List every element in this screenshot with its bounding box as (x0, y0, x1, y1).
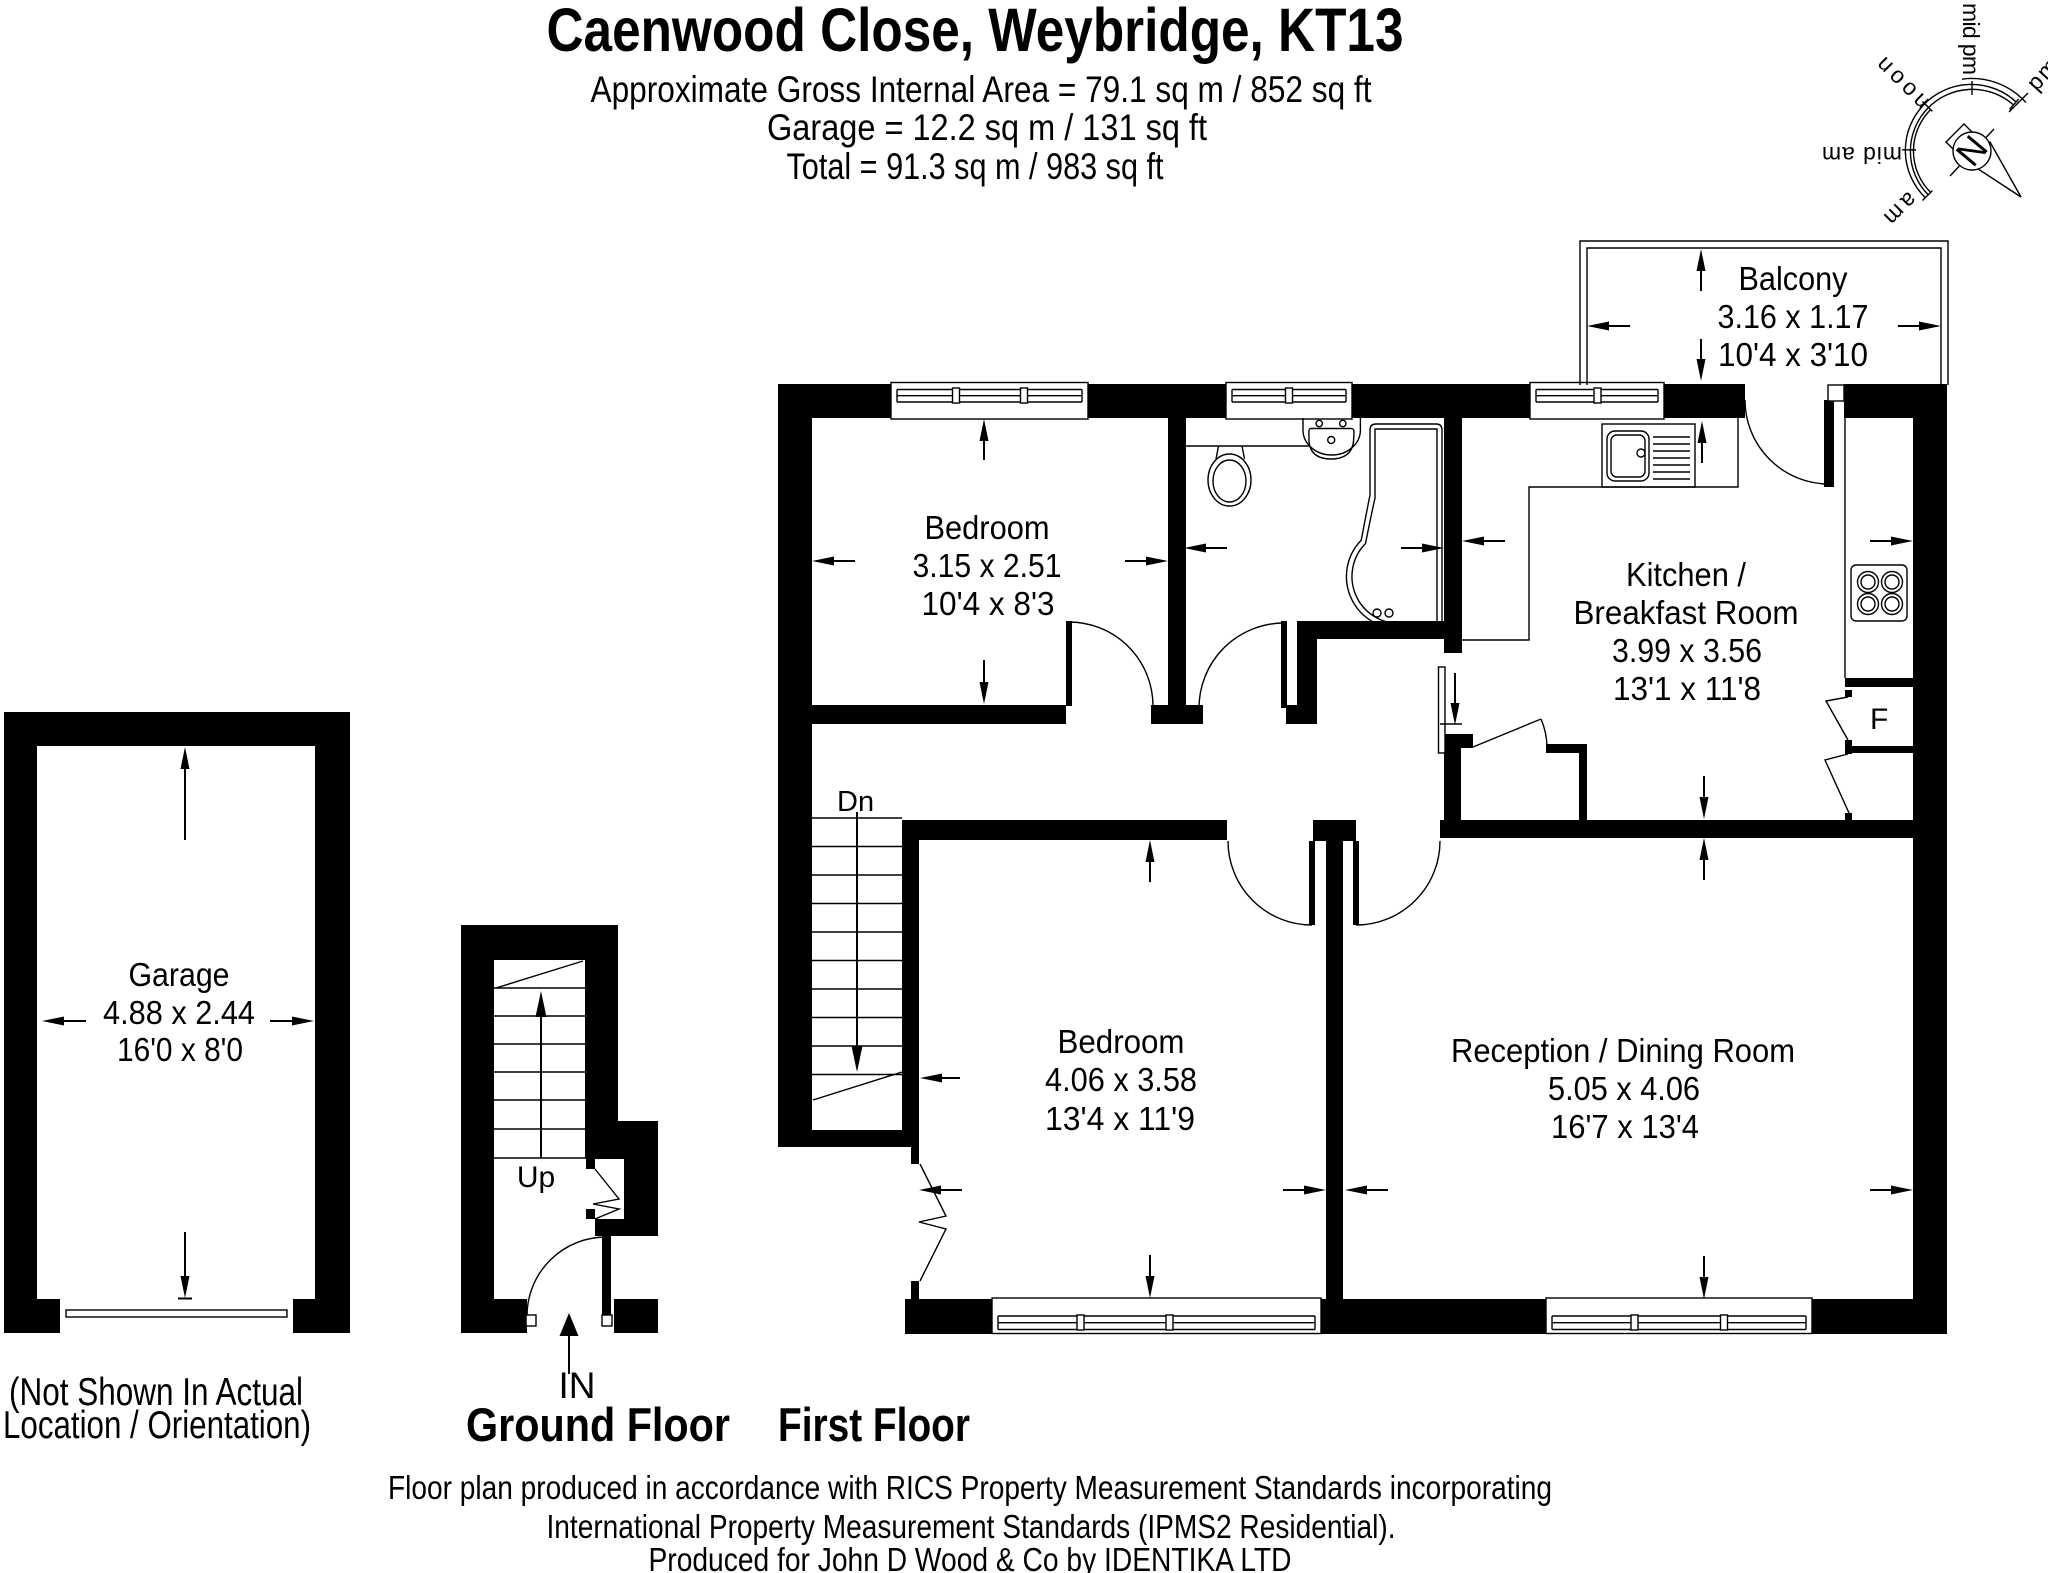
svg-text:(Not Shown In Actual: (Not Shown In Actual (9, 1371, 303, 1414)
svg-text:Breakfast Room: Breakfast Room (1574, 594, 1799, 631)
svg-text:Total = 91.3 sq m / 983 sq ft: Total = 91.3 sq m / 983 sq ft (787, 146, 1165, 187)
svg-text:16'0 x 8'0: 16'0 x 8'0 (117, 1031, 243, 1068)
svg-text:Garage: Garage (129, 956, 230, 993)
svg-text:Balcony: Balcony (1739, 260, 1848, 297)
svg-text:Approximate Gross Internal Are: Approximate Gross Internal Area = 79.1 s… (591, 69, 1373, 110)
svg-text:Location / Orientation): Location / Orientation) (3, 1404, 311, 1447)
svg-text:Dn: Dn (837, 786, 874, 818)
svg-text:Ground Floor: Ground Floor (466, 1398, 730, 1451)
svg-text:4.88 x 2.44: 4.88 x 2.44 (103, 994, 255, 1031)
svg-text:Up: Up (517, 1161, 555, 1194)
svg-text:F: F (1870, 703, 1888, 736)
svg-text:Reception / Dining Room: Reception / Dining Room (1451, 1032, 1795, 1069)
svg-text:mid am: mid am (1822, 142, 1902, 168)
svg-text:Kitchen /: Kitchen / (1626, 556, 1747, 593)
svg-text:Bedroom: Bedroom (925, 509, 1050, 546)
svg-text:13'4 x 11'9: 13'4 x 11'9 (1045, 1100, 1195, 1137)
svg-text:Caenwood Close, Weybridge, KT1: Caenwood Close, Weybridge, KT13 (547, 0, 1404, 64)
svg-text:Produced for John D Wood & Co: Produced for John D Wood & Co by IDENTIK… (649, 1541, 1292, 1573)
svg-text:3.99 x 3.56: 3.99 x 3.56 (1612, 632, 1762, 669)
svg-text:Garage = 12.2 sq m / 131 sq ft: Garage = 12.2 sq m / 131 sq ft (767, 107, 1208, 148)
svg-text:16'7 x 13'4: 16'7 x 13'4 (1551, 1108, 1699, 1145)
svg-text:10'4 x 3'10: 10'4 x 3'10 (1718, 336, 1868, 373)
svg-text:5.05 x 4.06: 5.05 x 4.06 (1548, 1070, 1700, 1107)
svg-text:Bedroom: Bedroom (1058, 1023, 1185, 1060)
svg-text:IN: IN (559, 1365, 596, 1406)
svg-text:13'1 x 11'8: 13'1 x 11'8 (1613, 670, 1761, 707)
svg-text:4.06 x 3.58: 4.06 x 3.58 (1045, 1061, 1197, 1098)
svg-text:International Property Measure: International Property Measurement Stand… (547, 1508, 1396, 1545)
svg-text:3.15 x 2.51: 3.15 x 2.51 (913, 547, 1062, 584)
svg-text:Floor plan produced in accorda: Floor plan produced in accordance with R… (388, 1469, 1552, 1506)
svg-text:3.16 x 1.17: 3.16 x 1.17 (1718, 298, 1869, 335)
svg-text:10'4 x 8'3: 10'4 x 8'3 (922, 585, 1055, 622)
svg-text:mid pm: mid pm (1958, 3, 1984, 75)
svg-text:First Floor: First Floor (778, 1398, 970, 1451)
